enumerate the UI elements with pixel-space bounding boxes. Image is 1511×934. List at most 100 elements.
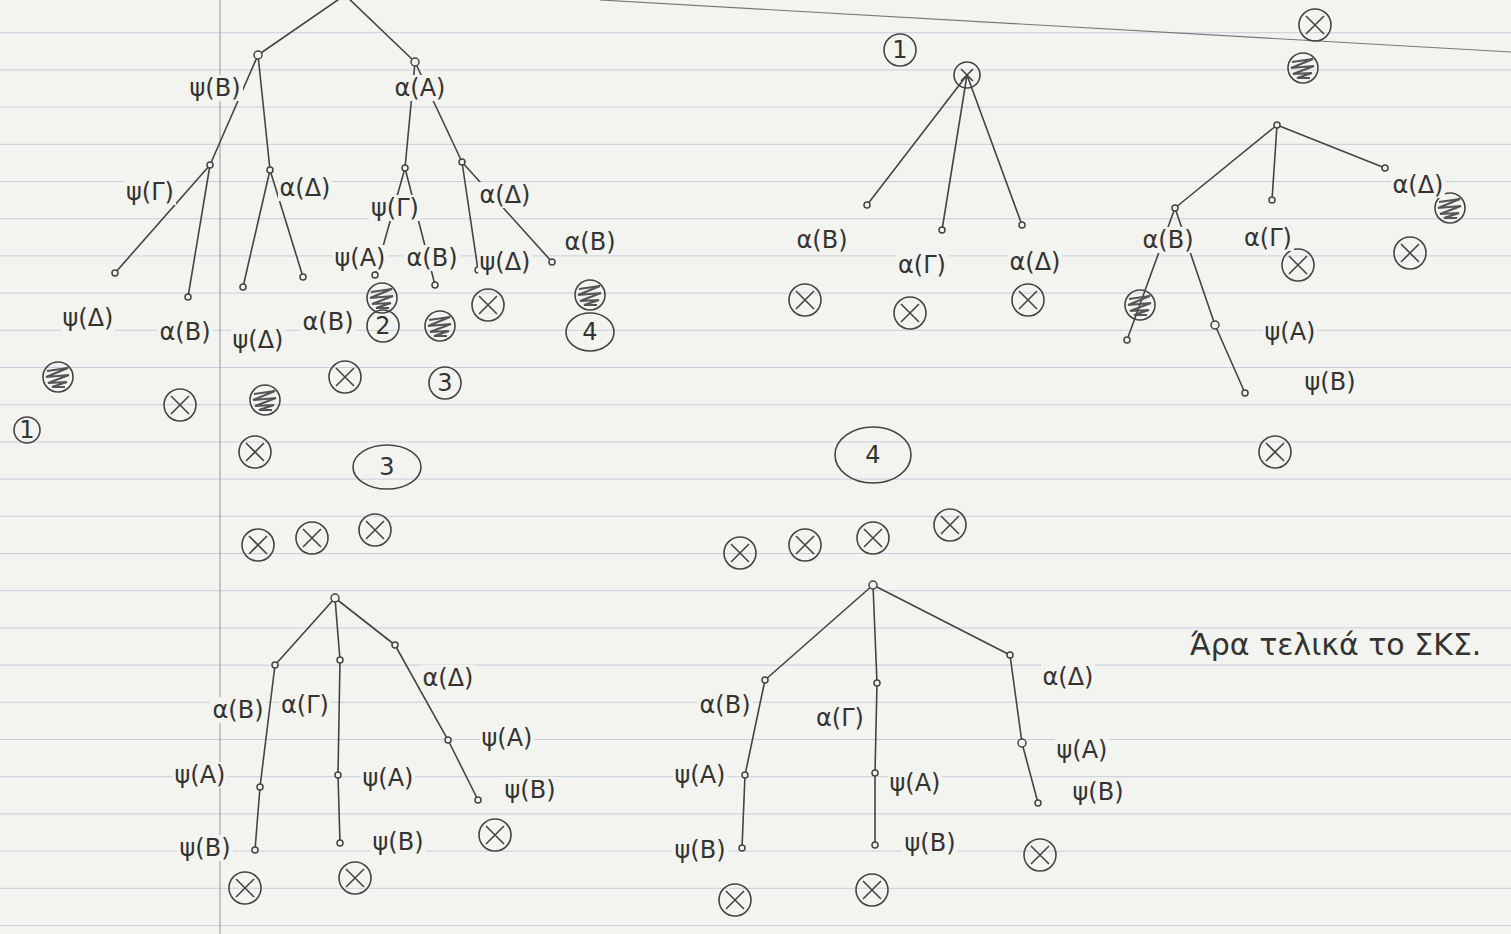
pencil-mark [43,362,73,392]
pencil-mark [856,874,888,906]
pencil-mark [1012,284,1044,316]
move-label: α(Β) [300,309,355,335]
callout-number: 1 [890,37,909,63]
pencil-mark [1282,249,1314,281]
pencil-mark [402,165,408,171]
pencil-mark [240,284,246,290]
pencil-mark [549,259,555,265]
pencil-mark [1018,739,1026,747]
move-label: α(Β) [1140,227,1195,253]
pencil-mark [367,310,399,342]
pencil-mark [1269,197,1275,203]
scribbled-marks [43,53,1465,415]
callout-number: 3 [435,370,454,396]
pencil-mark [1288,53,1318,83]
callout-number: 4 [863,442,882,468]
pencil-mark [719,884,751,916]
pencil-mark [939,227,945,233]
pencil-mark [254,51,262,59]
pencil-mark [1024,839,1056,871]
pencil-mark [185,294,191,300]
pencil-mark [475,797,481,803]
pencil-mark [1274,122,1280,128]
pencil-mark [739,845,745,851]
pencil-mark [934,509,966,541]
pencil-mark [239,436,271,468]
move-label: ψ(Β) [902,830,957,856]
pencil-mark [1007,652,1013,658]
pencil-mark [339,862,371,894]
pencil-mark [255,598,478,850]
move-label: ψ(Α) [173,762,228,788]
pencil-mark [789,284,821,316]
pencil-mark [1124,337,1130,343]
pencil-mark [164,389,196,421]
move-label: ψ(Δ) [231,327,286,353]
pencil-mark [367,283,397,313]
handwritten-note: Άρα τελικά το ΣΚΣ. [1188,621,1492,669]
pencil-mark [1259,436,1291,468]
move-label: α(Δ) [1041,664,1096,690]
pencil-mark [566,313,614,351]
move-label: α(Β) [794,227,849,253]
pencil-mark [894,297,926,329]
move-label: α(Δ) [1008,249,1063,275]
move-label: ψ(Β) [187,75,242,101]
number-circles [14,34,916,489]
pencil-mark [392,642,398,648]
pencil-stroke [600,0,1511,52]
pencil-mark [252,847,258,853]
pencil-mark [459,159,465,165]
pencil-mark [872,770,878,776]
pencil-mark [242,529,274,561]
pencil-mark [1127,125,1385,393]
pencil-mark [857,522,889,554]
pencil-mark [1211,321,1219,329]
pencil-mark [296,522,328,554]
pencil-mark [867,75,1022,230]
pencil-mark [353,445,421,489]
pencil-mark [329,361,361,393]
pencil-mark [411,58,419,66]
move-label: ψ(Β) [177,835,232,861]
move-label: ψ(Β) [672,837,727,863]
pencil-mark [375,62,552,285]
pencil-mark [372,272,378,278]
pencil-mark [1242,390,1248,396]
pencil-mark [1035,800,1041,806]
pencil-mark [267,167,273,173]
pencil-mark [335,772,341,778]
pencil-mark [1299,9,1331,41]
pencil-mark [575,280,605,310]
pencil-mark [869,581,877,589]
move-label: ψ(Γ) [369,195,421,221]
pencil-mark [1125,290,1155,320]
move-label: α(Γ) [279,692,331,718]
pencil-mark [337,840,343,846]
move-label: ψ(Α) [888,770,943,796]
move-label: α(Γ) [814,705,866,731]
pencil-mark [14,417,40,443]
callout-number: 3 [377,454,396,480]
move-label: α(Γ) [1242,225,1294,251]
pencil-mark [724,537,756,569]
pencil-mark [762,677,768,683]
move-label: ψ(Α) [480,725,535,751]
move-label: ψ(Β) [1302,369,1357,395]
move-label: ψ(Δ) [478,249,533,275]
pencil-mark [337,657,343,663]
move-label: ψ(Δ) [61,305,116,331]
pencil-mark [864,202,870,208]
pencil-mark [229,872,261,904]
move-label: ψ(Α) [673,762,728,788]
pencil-mark [359,514,391,546]
move-label: ψ(Γ) [124,179,176,205]
pencil-mark [331,594,339,602]
pencil-mark [954,62,980,88]
move-label: ψ(Β) [502,777,557,803]
pencil-mark [789,529,821,561]
move-label: α(Δ) [478,182,533,208]
move-label: α(Β) [157,319,212,345]
